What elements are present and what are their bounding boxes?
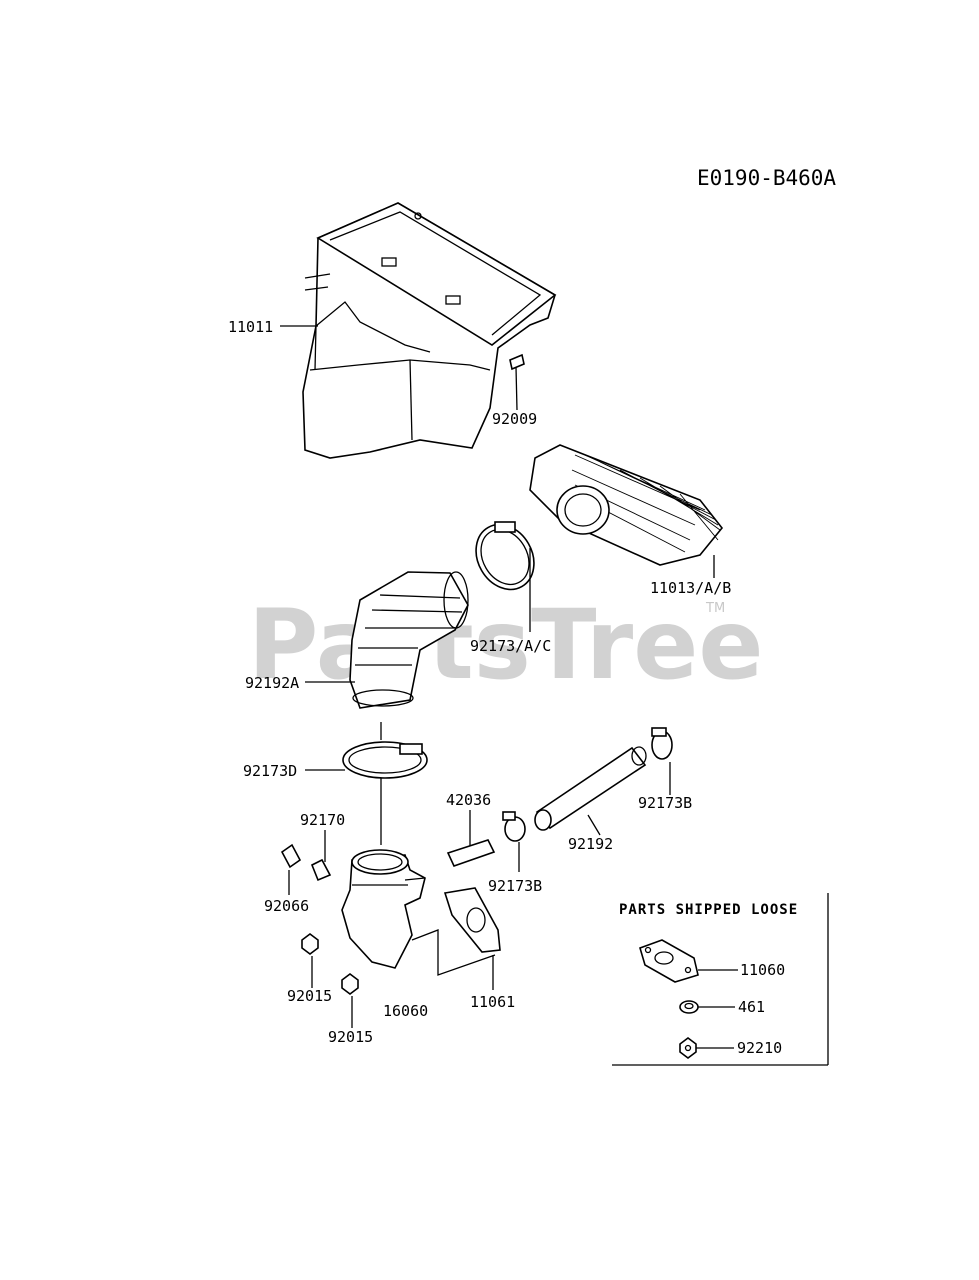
watermark-trademark: TM: [705, 601, 725, 616]
screw-part[interactable]: [509, 353, 525, 411]
gasket-part[interactable]: [639, 939, 699, 983]
label-42036: 42036: [446, 791, 491, 809]
label-92173b-top: 92173B: [638, 794, 692, 812]
label-92192a: 92192A: [245, 674, 299, 692]
label-92192: 92192: [568, 835, 613, 853]
label-16060: 16060: [383, 1002, 428, 1020]
loose-item-461: 461: [738, 998, 765, 1016]
label-92066: 92066: [264, 897, 309, 915]
elbow-duct-part[interactable]: [349, 571, 469, 709]
leader-lines: [280, 325, 715, 1028]
label-92173-a-c: 92173/A/C: [470, 637, 551, 655]
gasket-part[interactable]: [443, 887, 501, 953]
washer-part[interactable]: [679, 1000, 699, 1014]
diagram-code: E0190-B460A: [697, 166, 836, 190]
pipe-part[interactable]: [446, 839, 496, 867]
label-11011: 11011: [228, 318, 273, 336]
label-92173b-mid: 92173B: [488, 877, 542, 895]
hose-clamp-part[interactable]: [465, 514, 546, 600]
hose-clamp-part[interactable]: [502, 811, 526, 842]
label-11013: 11013/A/B: [650, 579, 731, 597]
label-92170: 92170: [300, 811, 345, 829]
hose-clamp-part[interactable]: [342, 741, 428, 779]
label-92009: 92009: [492, 410, 537, 428]
hose-part[interactable]: [534, 746, 647, 831]
intake-manifold-part[interactable]: [341, 849, 426, 969]
label-92173d: 92173D: [243, 762, 297, 780]
label-92015-a: 92015: [287, 987, 332, 1005]
label-11061: 11061: [470, 993, 515, 1011]
air-cleaner-housing-part[interactable]: [302, 202, 557, 459]
nut-part[interactable]: [341, 973, 359, 995]
cap-part[interactable]: [280, 843, 302, 869]
parts-shipped-loose-box: PARTS SHIPPED LOOSE 11060 461 92210: [612, 893, 829, 1066]
loose-item-92210: 92210: [737, 1039, 782, 1057]
label-92015-b: 92015: [328, 1028, 373, 1046]
fitting-part[interactable]: [310, 858, 332, 882]
nut-part[interactable]: [679, 1037, 697, 1059]
loose-item-11060: 11060: [740, 961, 785, 979]
air-filter-element-part[interactable]: [529, 444, 724, 566]
nut-part[interactable]: [301, 933, 319, 955]
hose-clamp-part[interactable]: [651, 727, 673, 760]
loose-box-title: PARTS SHIPPED LOOSE: [619, 902, 798, 918]
